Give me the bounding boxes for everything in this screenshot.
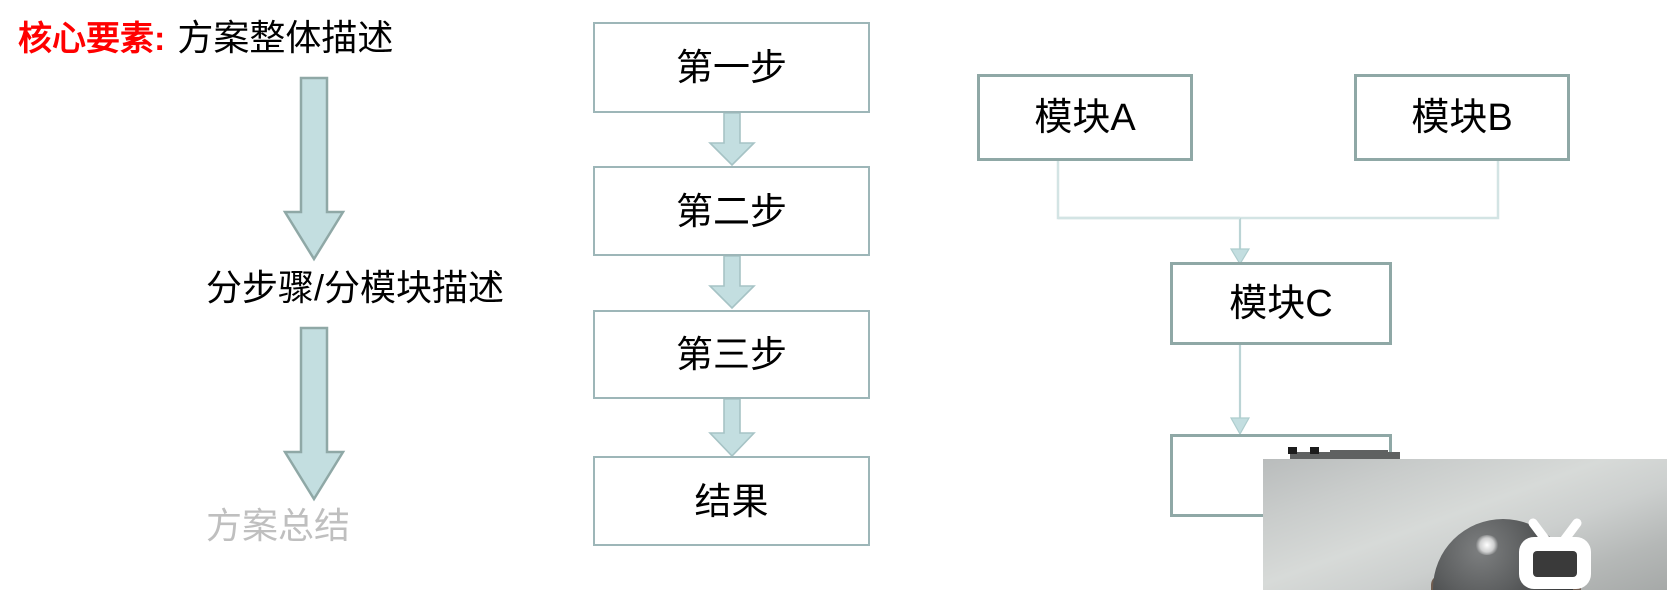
module-box-b[interactable]: 模块B — [1354, 74, 1570, 161]
overall-description-label: 方案整体描述 — [177, 17, 394, 58]
picture-in-picture-video[interactable] — [1263, 459, 1667, 590]
down-block-arrow-icon — [708, 113, 756, 167]
occluded-text-nub — [1310, 447, 1319, 454]
step-box-label: 第二步 — [676, 190, 787, 232]
core-elements-label: 核心要素: — [18, 20, 166, 58]
occluded-text-sliver — [1290, 452, 1400, 460]
step-box-2[interactable]: 第二步 — [593, 166, 870, 256]
step-box-label: 第三步 — [676, 334, 787, 375]
module-box-label: 模块A — [1034, 96, 1136, 139]
step-box-label: 第一步 — [676, 47, 787, 88]
down-block-arrow-icon — [708, 256, 756, 310]
down-block-arrow-icon — [282, 76, 346, 262]
tv-logo-icon[interactable] — [1511, 517, 1599, 590]
step-module-description-label: 分步骤/分模块描述 — [206, 267, 505, 308]
module-box-c[interactable]: 模块C — [1170, 262, 1392, 345]
occluded-text-sliver — [1330, 450, 1388, 456]
head-highlight — [1475, 535, 1499, 555]
plan-summary-label: 方案总结 — [206, 505, 351, 546]
core-elements-heading: 核心要素: 方案整体描述 — [18, 17, 394, 58]
step-box-3[interactable]: 第三步 — [593, 310, 870, 399]
step-box-label: 结果 — [694, 480, 769, 522]
down-block-arrow-icon — [282, 326, 346, 502]
down-block-arrow-icon — [708, 399, 756, 458]
occluded-text-nub — [1288, 447, 1297, 454]
module-box-a[interactable]: 模块A — [977, 74, 1193, 161]
module-box-label: 模块C — [1229, 282, 1333, 325]
module-box-label: 模块B — [1411, 96, 1513, 139]
step-box-4[interactable]: 结果 — [593, 456, 870, 546]
step-box-1[interactable]: 第一步 — [593, 22, 870, 113]
